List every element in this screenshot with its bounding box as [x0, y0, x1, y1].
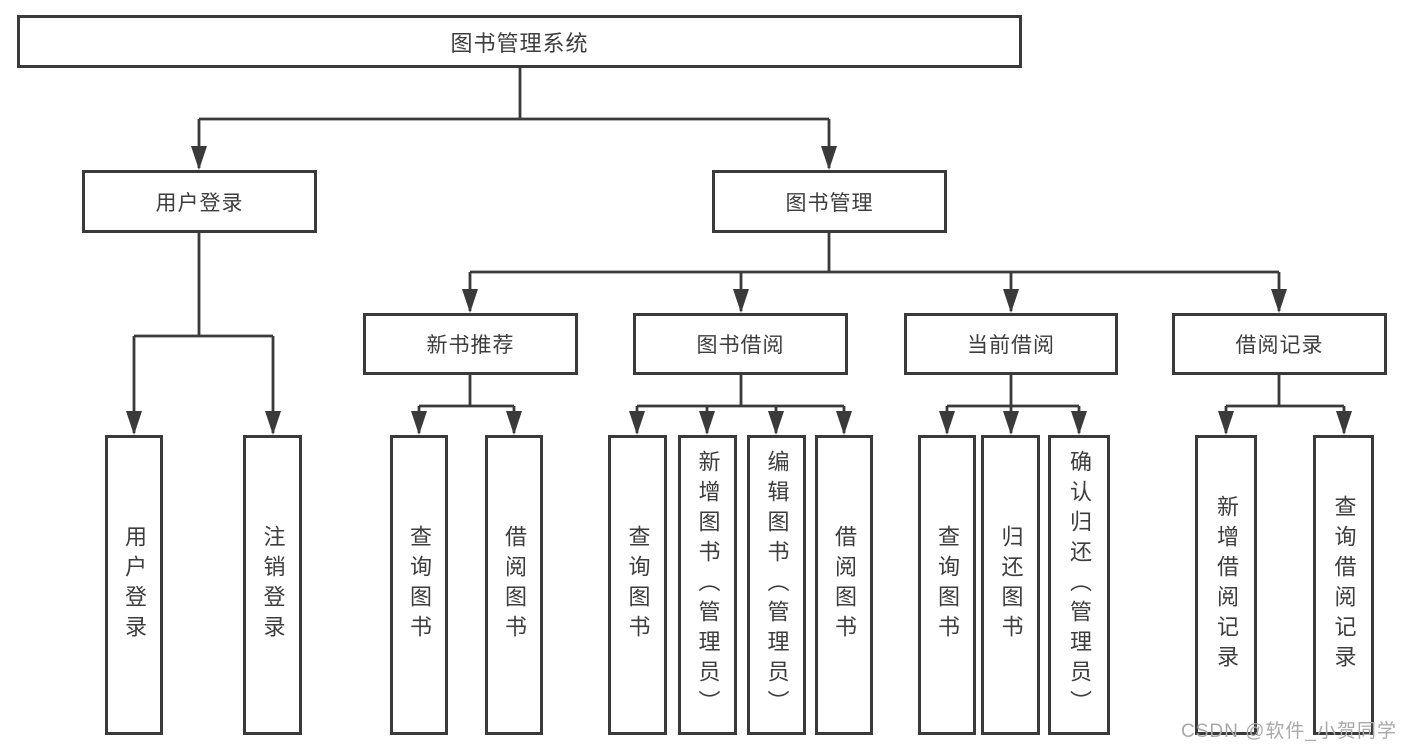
node-new-book-recommendation: 新书推荐 — [363, 313, 578, 375]
leaf-label: 新增图书（管理员） — [695, 450, 721, 720]
csdn-watermark: CSDN @软件_小贺同学 — [1181, 721, 1397, 742]
leaf-label: 查询图书 — [935, 525, 960, 645]
leaf-query-borrow-record: 查询借阅记录 — [1313, 435, 1374, 735]
node-label: 当前借阅 — [967, 334, 1055, 357]
node-user-login: 用户登录 — [82, 170, 317, 233]
node-borrowing-records: 借阅记录 — [1172, 313, 1387, 375]
leaf-return-books: 归还图书 — [981, 435, 1040, 735]
leaf-label: 查询图书 — [407, 525, 432, 645]
leaf-edit-books-admin: 编辑图书（管理员） — [747, 435, 806, 735]
node-library-management-system: 图书管理系统 — [17, 15, 1022, 68]
node-book-management: 图书管理 — [712, 170, 947, 233]
leaf-label: 确认归还（管理员） — [1067, 450, 1092, 720]
leaf-label: 查询图书 — [625, 525, 651, 645]
leaf-logout: 注销登录 — [243, 435, 302, 735]
leaf-query-books-current: 查询图书 — [918, 435, 976, 735]
node-label: 借阅记录 — [1235, 334, 1324, 357]
leaf-add-borrow-record: 新增借阅记录 — [1195, 435, 1257, 735]
node-label: 图书借阅 — [696, 334, 785, 357]
leaf-confirm-return-admin: 确认归还（管理员） — [1048, 435, 1110, 735]
leaf-query-books-recommend: 查询图书 — [390, 435, 448, 735]
node-label: 图书管理 — [785, 191, 874, 215]
leaf-label: 归还图书 — [998, 525, 1024, 645]
leaf-query-books-borrow: 查询图书 — [608, 435, 667, 735]
leaf-label: 注销登录 — [260, 525, 286, 645]
node-label: 图书管理系统 — [450, 30, 589, 56]
leaf-label: 新增借阅记录 — [1214, 495, 1239, 675]
leaf-borrow-books-recommend: 借阅图书 — [485, 435, 543, 735]
leaf-label: 编辑图书（管理员） — [764, 450, 790, 720]
leaf-label: 借阅图书 — [832, 525, 857, 645]
leaf-add-books-admin: 新增图书（管理员） — [678, 435, 737, 735]
node-label: 新书推荐 — [426, 334, 515, 357]
leaf-label: 查询借阅记录 — [1331, 495, 1357, 675]
node-label: 用户登录 — [155, 191, 244, 215]
node-book-borrowing: 图书借阅 — [633, 313, 848, 375]
leaf-borrow-books: 借阅图书 — [815, 435, 873, 735]
node-current-borrowing: 当前借阅 — [904, 313, 1118, 375]
leaf-user-login: 用户登录 — [105, 435, 163, 735]
leaf-label: 用户登录 — [122, 525, 147, 645]
leaf-label: 借阅图书 — [502, 525, 527, 645]
